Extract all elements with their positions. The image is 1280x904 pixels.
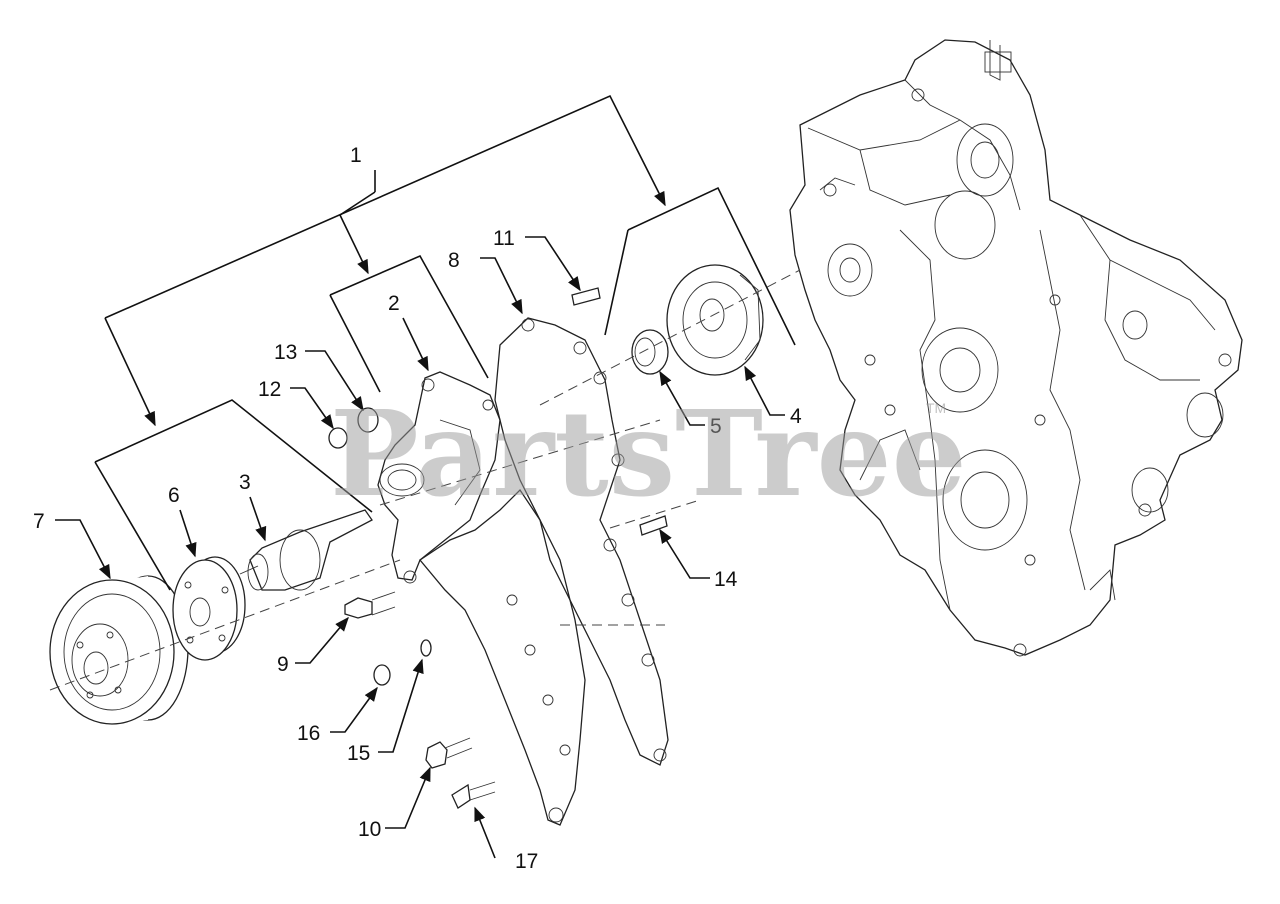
- callout-7: 7: [33, 510, 45, 533]
- callout-14: 14: [714, 568, 738, 591]
- callout-8: 8: [448, 249, 460, 272]
- seal-part: [631, 329, 669, 375]
- engine-block-drawing: [789, 39, 1243, 657]
- callout-leaders: [55, 236, 785, 859]
- callout-4: 4: [790, 405, 802, 428]
- callout-labels: 1 2 3 4 5 6 7 8 9 10 11 12 13 14 15 16 1…: [33, 144, 802, 873]
- callout-17: 17: [515, 850, 538, 873]
- front-plate-part: [419, 488, 586, 826]
- pulley-part: [49, 575, 189, 725]
- callout-1: 1: [350, 144, 362, 167]
- callout-11: 11: [493, 227, 515, 250]
- hub-flange-part: [172, 556, 246, 661]
- water-pump-housing-part: [377, 371, 501, 584]
- assembly-brackets: [94, 94, 796, 591]
- partstree-watermark: PartsTree TM: [330, 384, 967, 523]
- callout-12: 12: [258, 378, 281, 401]
- cover-part: [666, 264, 764, 376]
- callout-13: 13: [274, 341, 297, 364]
- callout-3: 3: [239, 471, 251, 494]
- callout-2: 2: [388, 292, 400, 315]
- callout-15: 15: [347, 742, 370, 765]
- watermark-trademark: TM: [926, 400, 946, 416]
- shaft-bearing-part: [239, 509, 373, 591]
- exploded-parts: [49, 264, 801, 826]
- callout-9: 9: [277, 653, 289, 676]
- watermark-text: PartsTree: [330, 384, 967, 523]
- callout-5: 5: [710, 415, 722, 438]
- callout-16: 16: [297, 722, 320, 745]
- hardware-parts: [328, 287, 668, 809]
- callout-6: 6: [168, 484, 180, 507]
- assembly-centerlines: [49, 269, 801, 691]
- callout-10: 10: [358, 818, 381, 841]
